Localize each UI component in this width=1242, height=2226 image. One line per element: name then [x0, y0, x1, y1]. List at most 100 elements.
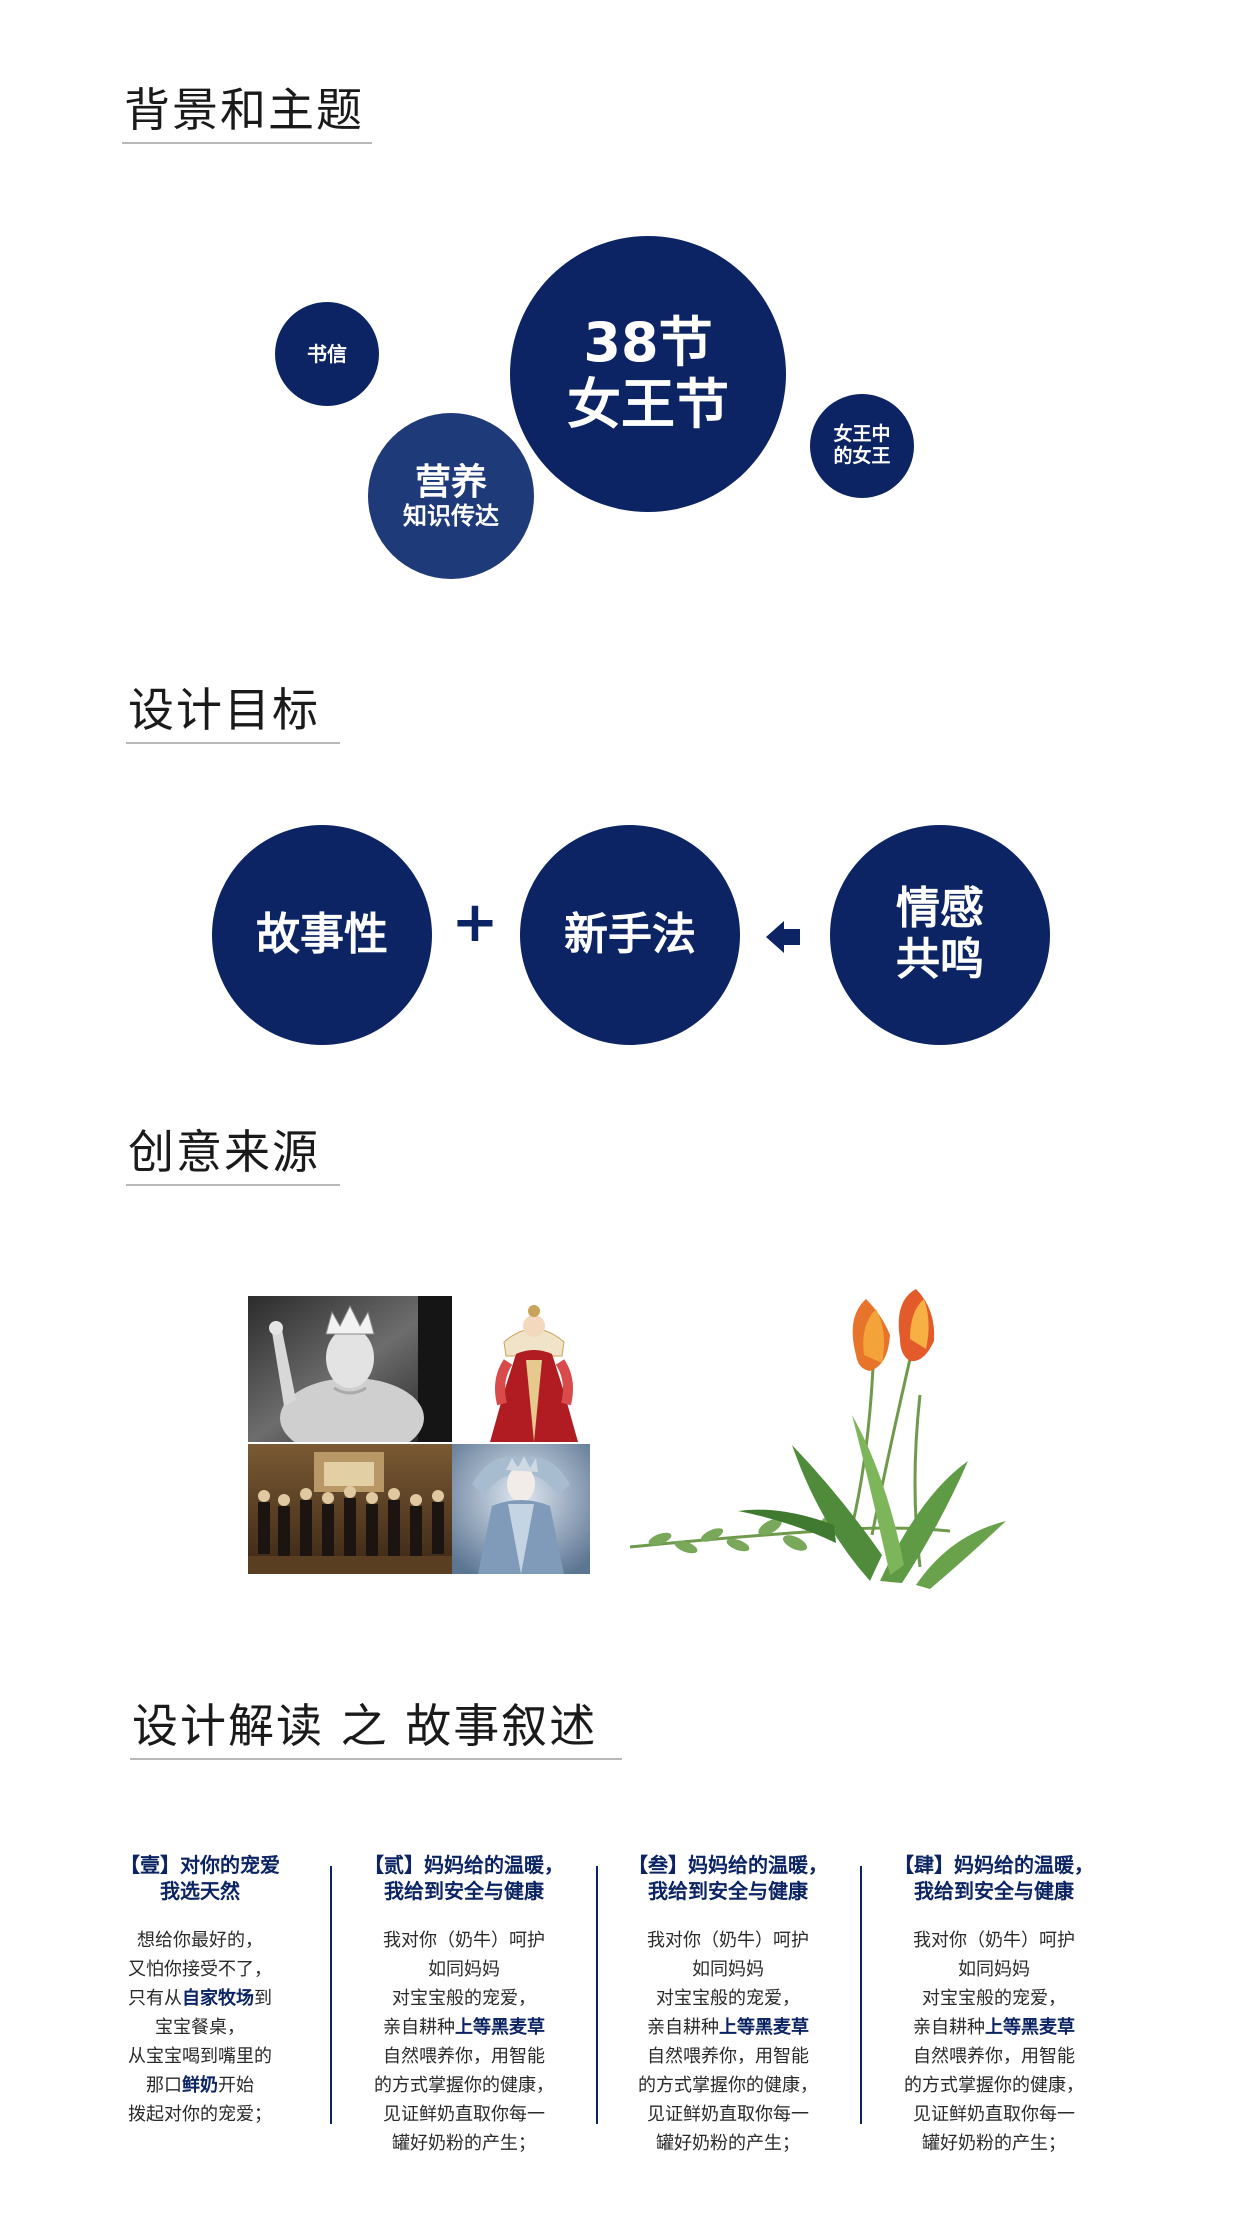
story-line: 宝宝餐桌，: [70, 2013, 330, 2042]
story-text: 亲自耕种: [383, 2017, 455, 2038]
story-title-line: 我给到安全与健康: [384, 1879, 544, 1903]
story-body: 想给你最好的，又怕你接受不了，只有从自家牧场到宝宝餐桌，从宝宝喝到嘴里的那口鲜奶…: [70, 1926, 330, 2129]
bubble-queen: 女王中 的女王: [810, 394, 914, 498]
story-text: 只有从: [128, 1988, 182, 2009]
section-title-story: 设计解读 之 故事叙述: [132, 1699, 598, 1753]
story-text: 的方式掌握你的健康，: [638, 2075, 818, 2096]
story-text: 亲自耕种: [913, 2017, 985, 2038]
story-line: 罐好奶粉的产生；: [334, 2129, 594, 2158]
story-text: 拨起对你的宠爱；: [128, 2104, 272, 2125]
story-line: 亲自耕种上等黑麦草: [334, 2013, 594, 2042]
goal-circle-emotion: 情感 共鸣: [830, 825, 1050, 1045]
section-underline: [126, 1184, 340, 1186]
story-text: 那口: [146, 2075, 182, 2096]
bubble-nutrition-line1: 营养: [414, 461, 487, 503]
story-title-line: 【壹】对你的宠爱: [120, 1853, 280, 1877]
photo-queen-red-gown: [474, 1296, 594, 1444]
story-text: 见证鲜奶直取你每一: [647, 2104, 809, 2125]
story-body: 我对你（奶牛）呵护如同妈妈对宝宝般的宠爱， 亲自耕种上等黑麦草自然喂养你，用智能的…: [598, 1926, 858, 2158]
story-text: 的方式掌握你的健康，: [904, 2075, 1084, 2096]
story-text: 自然喂养你，用智能: [383, 2046, 545, 2067]
photo-queen-crown-bw: [248, 1296, 452, 1442]
column-divider: [330, 1866, 332, 2124]
story-line: 如同妈妈: [864, 1955, 1124, 1984]
story-text: 我对你（奶牛）呵护: [913, 1930, 1075, 1951]
story-text: 我对你（奶牛）呵护: [383, 1930, 545, 1951]
story-text: 从宝宝喝到嘴里的: [128, 2046, 272, 2067]
story-line: 见证鲜奶直取你每一: [598, 2100, 858, 2129]
photo-ice-queen: [452, 1444, 590, 1574]
bubble-main-line2: 女王节: [567, 373, 729, 436]
story-text: 罐好奶粉的产生；: [656, 2133, 800, 2154]
photo-coronation-procession: [248, 1444, 452, 1574]
plus-sign: +: [451, 890, 499, 955]
story-text: 宝宝餐桌，: [155, 2017, 245, 2038]
story-line: 那口鲜奶开始: [70, 2071, 330, 2100]
story-line: 亲自耕种上等黑麦草: [598, 2013, 858, 2042]
story-text: 自然喂养你，用智能: [647, 2046, 809, 2067]
story-line: 的方式掌握你的健康，: [598, 2071, 858, 2100]
story-highlight: 上等黑麦草: [455, 2017, 545, 2038]
story-text: 亲自耕种: [647, 2017, 719, 2038]
story-line: 的方式掌握你的健康，: [334, 2071, 594, 2100]
story-highlight: 自家牧场: [182, 1988, 254, 2009]
story-text: 罐好奶粉的产生；: [922, 2133, 1066, 2154]
story-text: 自然喂养你，用智能: [913, 2046, 1075, 2067]
story-line: 只有从自家牧场到: [70, 1984, 330, 2013]
section-underline: [130, 1758, 622, 1760]
story-title-line: 我选天然: [160, 1879, 240, 1903]
bubble-nutrition-line2: 知识传达: [403, 501, 499, 530]
story-title: 【肆】妈妈给的温暖，我给到安全与健康: [864, 1852, 1124, 1904]
story-title: 【壹】对你的宠爱我选天然: [70, 1852, 330, 1904]
story-text: 我对你（奶牛）呵护: [647, 1930, 809, 1951]
story-line: 从宝宝喝到嘴里的: [70, 2042, 330, 2071]
story-highlight: 鲜奶: [182, 2075, 218, 2096]
story-line: 对宝宝般的宠爱，: [864, 1984, 1124, 2013]
section-underline: [122, 142, 372, 144]
column-divider: [596, 1866, 598, 2124]
goal-circle-story: 故事性: [212, 825, 432, 1045]
goal-story-label: 故事性: [256, 908, 388, 960]
story-line: 又怕你接受不了，: [70, 1955, 330, 1984]
story-title-line: 【肆】妈妈给的温暖，: [894, 1853, 1094, 1877]
arrow-left-icon: [766, 921, 800, 953]
story-text: 见证鲜奶直取你每一: [913, 2104, 1075, 2125]
goal-circle-new-method: 新手法: [520, 825, 740, 1045]
bubble-letter: 书信: [275, 302, 379, 406]
story-title-line: 我给到安全与健康: [914, 1879, 1074, 1903]
story-title-line: 我给到安全与健康: [648, 1879, 808, 1903]
story-line: 我对你（奶牛）呵护: [334, 1926, 594, 1955]
story-line: 如同妈妈: [598, 1955, 858, 1984]
story-line: 亲自耕种上等黑麦草: [864, 2013, 1124, 2042]
section-title-background: 背景和主题: [124, 83, 364, 137]
story-line: 对宝宝般的宠爱，: [334, 1984, 594, 2013]
column-divider: [860, 1866, 862, 2124]
story-text: 到: [254, 1988, 272, 2009]
story-line: 自然喂养你，用智能: [598, 2042, 858, 2071]
story-title: 【叁】妈妈给的温暖，我给到安全与健康: [598, 1852, 858, 1904]
story-line: 自然喂养你，用智能: [334, 2042, 594, 2071]
story-text: 如同妈妈: [958, 1959, 1030, 1980]
bubble-main-theme: 38节 女王节: [510, 236, 786, 512]
story-title-line: 【贰】妈妈给的温暖，: [364, 1853, 564, 1877]
story-line: 对宝宝般的宠爱，: [598, 1984, 858, 2013]
story-text: 开始: [218, 2075, 254, 2096]
section-title-goal: 设计目标: [128, 683, 320, 737]
story-highlight: 上等黑麦草: [985, 2017, 1075, 2038]
section-underline: [126, 742, 340, 744]
story-line: 罐好奶粉的产生；: [864, 2129, 1124, 2158]
story-body: 我对你（奶牛）呵护如同妈妈对宝宝般的宠爱， 亲自耕种上等黑麦草自然喂养你，用智能的…: [864, 1926, 1124, 2158]
story-text: 如同妈妈: [692, 1959, 764, 1980]
story-highlight: 上等黑麦草: [719, 2017, 809, 2038]
tulip-illustration: [629, 1289, 1006, 1589]
story-text: 想给你最好的，: [137, 1930, 263, 1951]
story-line: 罐好奶粉的产生；: [598, 2129, 858, 2158]
bubble-queen-line2: 的女王: [833, 445, 891, 467]
story-text: 对宝宝般的宠爱，: [922, 1988, 1066, 2009]
story-text: 如同妈妈: [428, 1959, 500, 1980]
bubble-nutrition: 营养 知识传达: [368, 413, 534, 579]
story-line: 我对你（奶牛）呵护: [864, 1926, 1124, 1955]
story-text: 对宝宝般的宠爱，: [656, 1988, 800, 2009]
goal-emotion-line2: 共鸣: [896, 934, 984, 985]
story-line: 想给你最好的，: [70, 1926, 330, 1955]
